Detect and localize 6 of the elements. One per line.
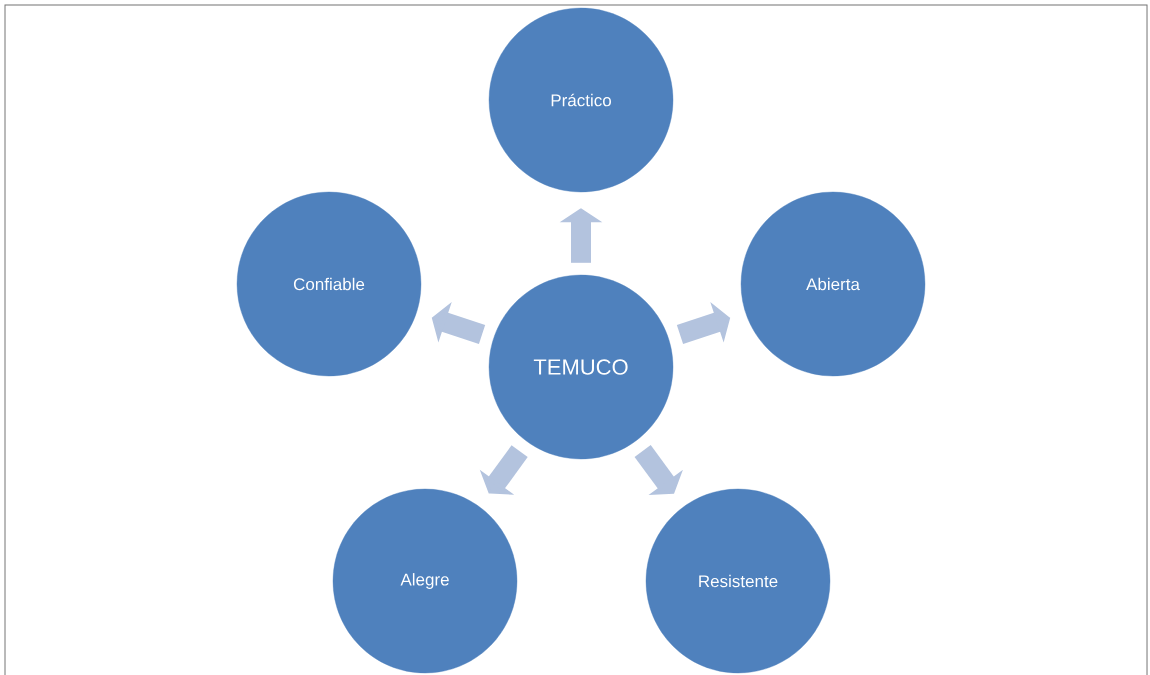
circle-node: TEMUCO: [488, 274, 674, 460]
circle-node: Confiable: [236, 191, 422, 377]
circle-node: Resistente: [645, 488, 831, 674]
circle-node: Alegre: [332, 488, 518, 674]
circle-node: Abierta: [740, 191, 926, 377]
circle-node: Práctico: [488, 7, 674, 193]
